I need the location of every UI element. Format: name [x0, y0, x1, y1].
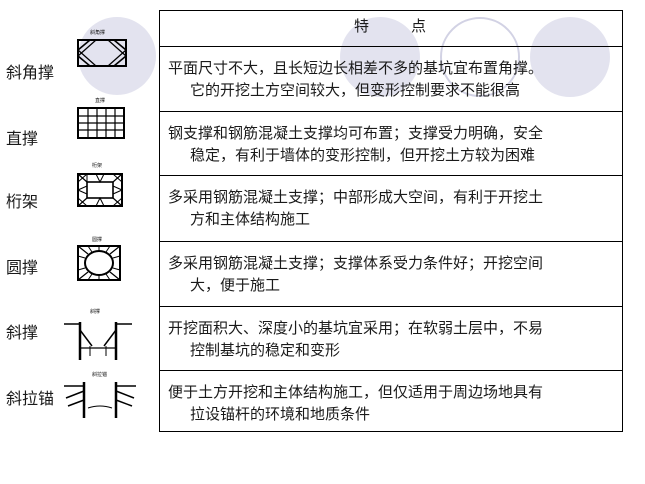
table-header: 特点: [160, 11, 622, 46]
table-row: 多采用钢筋混凝土支撑；中部形成大空间，有利于开挖土 方和主体结构施工: [160, 175, 622, 241]
row-text-line2: 它的开挖土方空间较大，但变形控制要求不能很高: [190, 81, 521, 99]
row-text-line1: 平面尺寸不大，且长短边长相差不多的基坑宜布置角撑。: [168, 59, 544, 77]
features-table: 特点 平面尺寸不大，且长短边长相差不多的基坑宜布置角撑。 它的开挖土方空间较大，…: [159, 10, 623, 432]
bg-circle: [340, 17, 420, 97]
row-label-ring: 圆撑: [6, 258, 39, 277]
corner-brace-diagram: [77, 39, 127, 67]
row-text-line2: 拉设锚杆的环境和地质条件: [190, 405, 371, 423]
table-row: 开挖面积大、深度小的基坑宜采用；在软弱土层中，不易 控制基坑的稳定和变形: [160, 306, 622, 370]
ring-brace-diagram: [77, 245, 121, 281]
inclined-strut-diagram: [64, 322, 132, 360]
diagram-caption: 桁架: [92, 163, 103, 169]
row-text-line2: 大，便于施工: [190, 276, 281, 294]
tieback-anchor-diagram: [64, 382, 136, 418]
diagram-caption: 斜角撑: [90, 30, 106, 36]
table-row: 钢支撑和钢筋混凝土支撑均可布置；支撑受力明确，安全 稳定，有利于墙体的变形控制，…: [160, 111, 622, 175]
row-label-truss: 桁架: [6, 192, 39, 211]
header-char-1: 特: [353, 17, 371, 35]
bg-ring: [440, 17, 520, 97]
diagram-caption: 圆撑: [92, 237, 103, 243]
diagram-caption: 斜撑: [90, 309, 101, 315]
bg-circle: [78, 17, 156, 95]
table-row: 平面尺寸不大，且长短边长相差不多的基坑宜布置角撑。 它的开挖土方空间较大，但变形…: [160, 46, 622, 111]
row-text-line1: 多采用钢筋混凝土支撑；支撑体系受力条件好；开挖空间: [168, 254, 544, 272]
table-row: 便于土方开挖和主体结构施工，但仅适用于周边场地具有 拉设锚杆的环境和地质条件: [160, 370, 622, 432]
row-label-inclined: 斜撑: [6, 323, 39, 342]
row-text-line1: 便于土方开挖和主体结构施工，但仅适用于周边场地具有: [168, 383, 544, 401]
table-row: 多采用钢筋混凝土支撑；支撑体系受力条件好；开挖空间 大，便于施工: [160, 241, 622, 306]
row-label-straight: 直撑: [6, 129, 39, 148]
header-char-2: 点: [411, 17, 429, 35]
row-text-line1: 开挖面积大、深度小的基坑宜采用；在软弱土层中，不易: [168, 319, 544, 337]
row-text-line2: 控制基坑的稳定和变形: [190, 341, 341, 359]
row-text-line2: 稳定，有利于墙体的变形控制，但开挖土方较为困难: [190, 146, 536, 164]
row-text-line1: 多采用钢筋混凝土支撑；中部形成大空间，有利于开挖土: [168, 188, 544, 206]
diagram-caption: 斜拉锚: [92, 372, 108, 378]
row-text-line1: 钢支撑和钢筋混凝土支撑均可布置；支撑受力明确，安全: [168, 124, 544, 142]
row-label-tieback: 斜拉锚: [6, 389, 55, 408]
diagram-caption: 直撑: [95, 98, 106, 104]
row-label-diagonal-corner: 斜角撑: [6, 63, 55, 82]
row-text-line2: 方和主体结构施工: [190, 210, 311, 228]
bg-circle: [530, 17, 610, 97]
truss-diagram: [77, 172, 123, 207]
straight-brace-diagram: [77, 107, 125, 139]
